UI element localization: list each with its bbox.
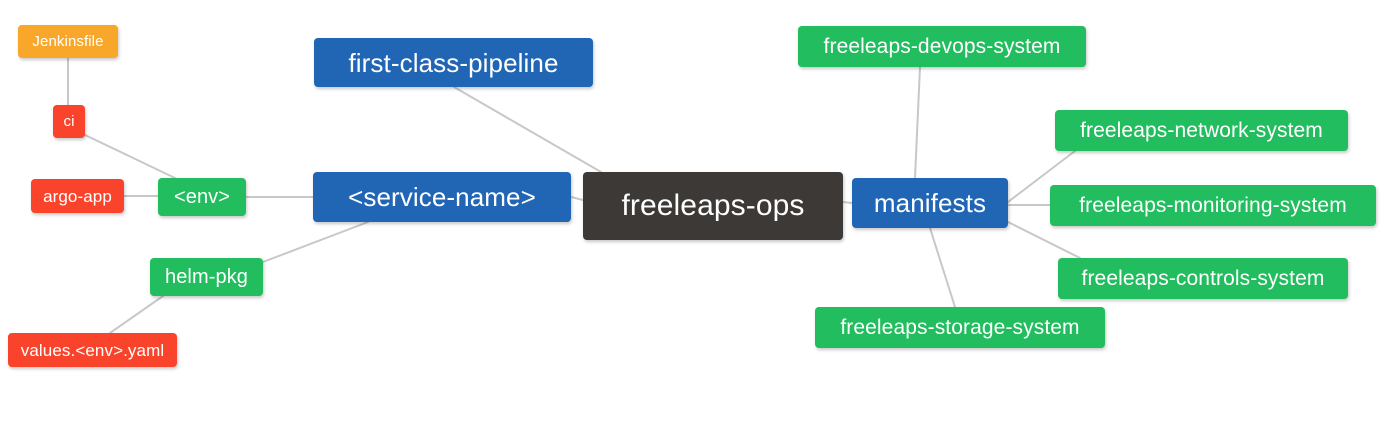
node-root[interactable]: freeleaps-ops: [583, 172, 843, 240]
edge-manifests-controls: [1007, 221, 1081, 259]
node-first-class-pipeline[interactable]: first-class-pipeline: [314, 38, 593, 87]
edge-root-first-class-pipeline: [453, 86, 602, 173]
node-label-freeleaps-devops-system: freeleaps-devops-system: [823, 35, 1061, 58]
node-label-helm-pkg: helm-pkg: [164, 266, 249, 288]
edge-helm-pkg-values-yaml: [109, 295, 164, 334]
node-freeleaps-storage-system[interactable]: freeleaps-storage-system: [815, 307, 1105, 348]
edge-env-ci: [84, 134, 176, 179]
edge-manifests-storage: [929, 227, 956, 308]
node-jenkinsfile[interactable]: Jenkinsfile: [18, 25, 118, 58]
edge-service-name-helm-pkg: [262, 221, 369, 263]
node-freeleaps-monitoring-system[interactable]: freeleaps-monitoring-system: [1050, 185, 1376, 226]
node-label-ci: ci: [63, 113, 75, 130]
node-label-freeleaps-controls-system: freeleaps-controls-system: [1081, 267, 1325, 290]
node-manifests[interactable]: manifests: [852, 178, 1008, 228]
node-freeleaps-controls-system[interactable]: freeleaps-controls-system: [1058, 258, 1348, 299]
edge-root-service-name: [570, 196, 584, 201]
node-label-argo-app: argo-app: [43, 186, 112, 206]
node-service-name[interactable]: <service-name>: [313, 172, 571, 222]
node-env[interactable]: <env>: [158, 178, 246, 216]
node-label-manifests: manifests: [873, 188, 987, 218]
node-ci[interactable]: ci: [53, 105, 85, 138]
node-argo-app[interactable]: argo-app: [31, 179, 124, 213]
node-helm-pkg[interactable]: helm-pkg: [150, 258, 263, 296]
node-label-first-class-pipeline: first-class-pipeline: [348, 47, 559, 78]
edge-root-manifests: [842, 201, 853, 204]
edge-manifests-devops: [914, 66, 921, 179]
node-label-freeleaps-storage-system: freeleaps-storage-system: [840, 316, 1080, 339]
node-label-freeleaps-network-system: freeleaps-network-system: [1080, 119, 1323, 142]
node-freeleaps-devops-system[interactable]: freeleaps-devops-system: [798, 26, 1086, 67]
node-values-yaml[interactable]: values.<env>.yaml: [8, 333, 177, 367]
node-label-freeleaps-monitoring-system: freeleaps-monitoring-system: [1079, 194, 1347, 217]
node-freeleaps-network-system[interactable]: freeleaps-network-system: [1055, 110, 1348, 151]
node-label-env: <env>: [173, 186, 231, 208]
node-label-service-name: <service-name>: [348, 182, 536, 212]
node-label-values-yaml: values.<env>.yaml: [20, 340, 165, 360]
node-label-jenkinsfile: Jenkinsfile: [32, 33, 104, 50]
node-label-root: freeleaps-ops: [621, 189, 805, 222]
